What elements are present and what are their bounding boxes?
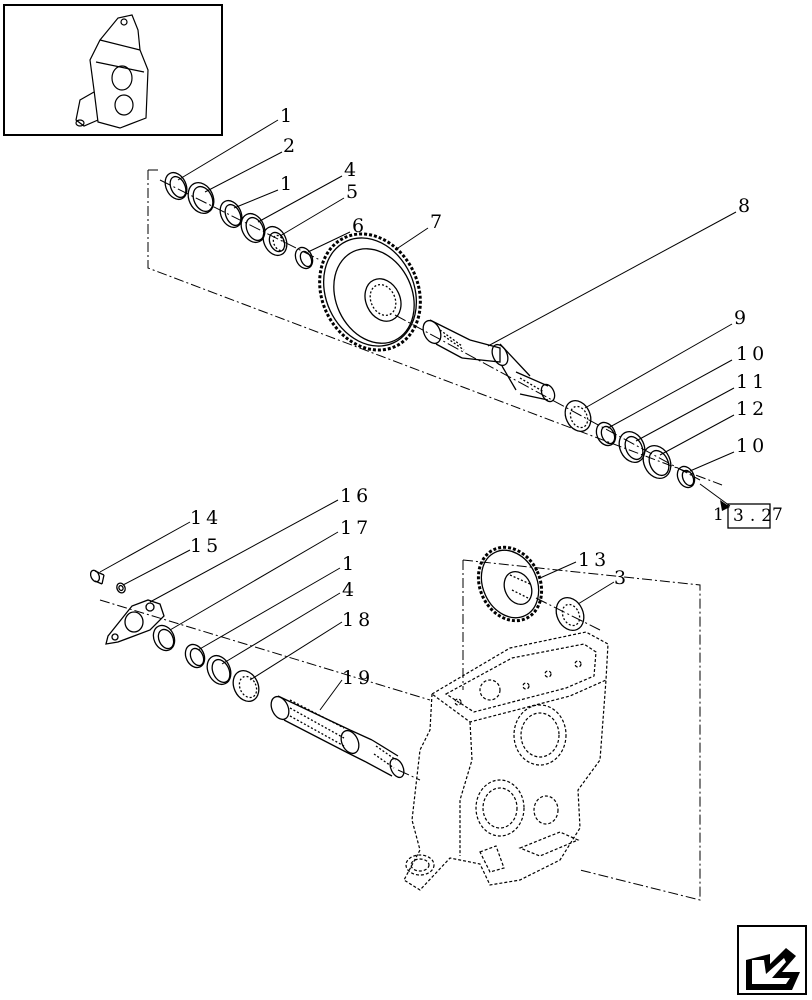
callout-1c: 1 <box>342 553 358 575</box>
callout-14: 14 <box>190 507 222 529</box>
snap-ring-1b <box>219 199 243 229</box>
assembly-thumbnail-icon <box>3 4 223 136</box>
upper-assembly-boundary <box>147 169 723 486</box>
snap-ring-1 <box>164 171 188 201</box>
callout-15: 15 <box>190 535 222 557</box>
callout-18: 18 <box>342 609 374 631</box>
snap-ring-10 <box>595 421 617 447</box>
callout-9: 9 <box>734 307 750 329</box>
washer-15 <box>116 582 126 594</box>
gear-7 <box>318 232 422 352</box>
callout-10b: 10 <box>736 435 768 457</box>
callout-3: 3 <box>614 567 630 589</box>
callout-2: 2 <box>283 135 299 157</box>
bolt-14 <box>89 569 105 585</box>
spacer-6 <box>294 246 314 270</box>
seal-17 <box>152 624 176 652</box>
ring-2 <box>187 181 215 215</box>
snap-ring-1c <box>184 643 206 669</box>
next-page-arrow-icon[interactable] <box>737 925 807 995</box>
ring-4 <box>240 212 266 244</box>
bearing-18 <box>232 669 260 703</box>
bearing-9 <box>564 399 592 433</box>
shaft-19 <box>270 695 405 779</box>
plate-16 <box>105 599 165 645</box>
callout-1a: 1 <box>280 105 296 127</box>
reference-prefix: 1 <box>713 505 730 525</box>
ring-11 <box>618 430 646 464</box>
bearing-3 <box>555 596 585 632</box>
reference-suffix: 7 <box>772 505 789 525</box>
gear-13 <box>476 545 544 623</box>
seal-12 <box>642 444 672 480</box>
lower-assembly-boundary <box>99 559 701 901</box>
lower-leader-lines <box>99 499 615 711</box>
callout-12: 12 <box>736 398 768 420</box>
callout-7: 7 <box>430 211 446 233</box>
gearbox-housing <box>403 631 609 891</box>
reference-box <box>727 503 771 529</box>
callout-10a: 10 <box>736 343 768 365</box>
callout-11: 11 <box>736 371 768 393</box>
callout-17: 17 <box>340 517 372 539</box>
callout-4a: 4 <box>344 159 360 181</box>
callout-13: 13 <box>578 549 610 571</box>
shaft-8 <box>422 319 556 403</box>
page-reference[interactable]: 1 3.2 7 <box>713 503 789 529</box>
callout-8: 8 <box>738 195 754 217</box>
reference-boxed-text: 3.2 <box>733 506 778 526</box>
callout-1b: 1 <box>280 173 296 195</box>
upper-leader-lines <box>177 119 737 507</box>
callout-6: 6 <box>352 215 368 237</box>
callout-5: 5 <box>346 181 362 203</box>
ring-4b <box>206 654 232 686</box>
callout-19: 19 <box>342 667 374 689</box>
callout-16: 16 <box>340 485 372 507</box>
snap-ring-10b <box>676 465 696 489</box>
callout-4b: 4 <box>342 579 358 601</box>
bearing-5 <box>262 225 288 257</box>
